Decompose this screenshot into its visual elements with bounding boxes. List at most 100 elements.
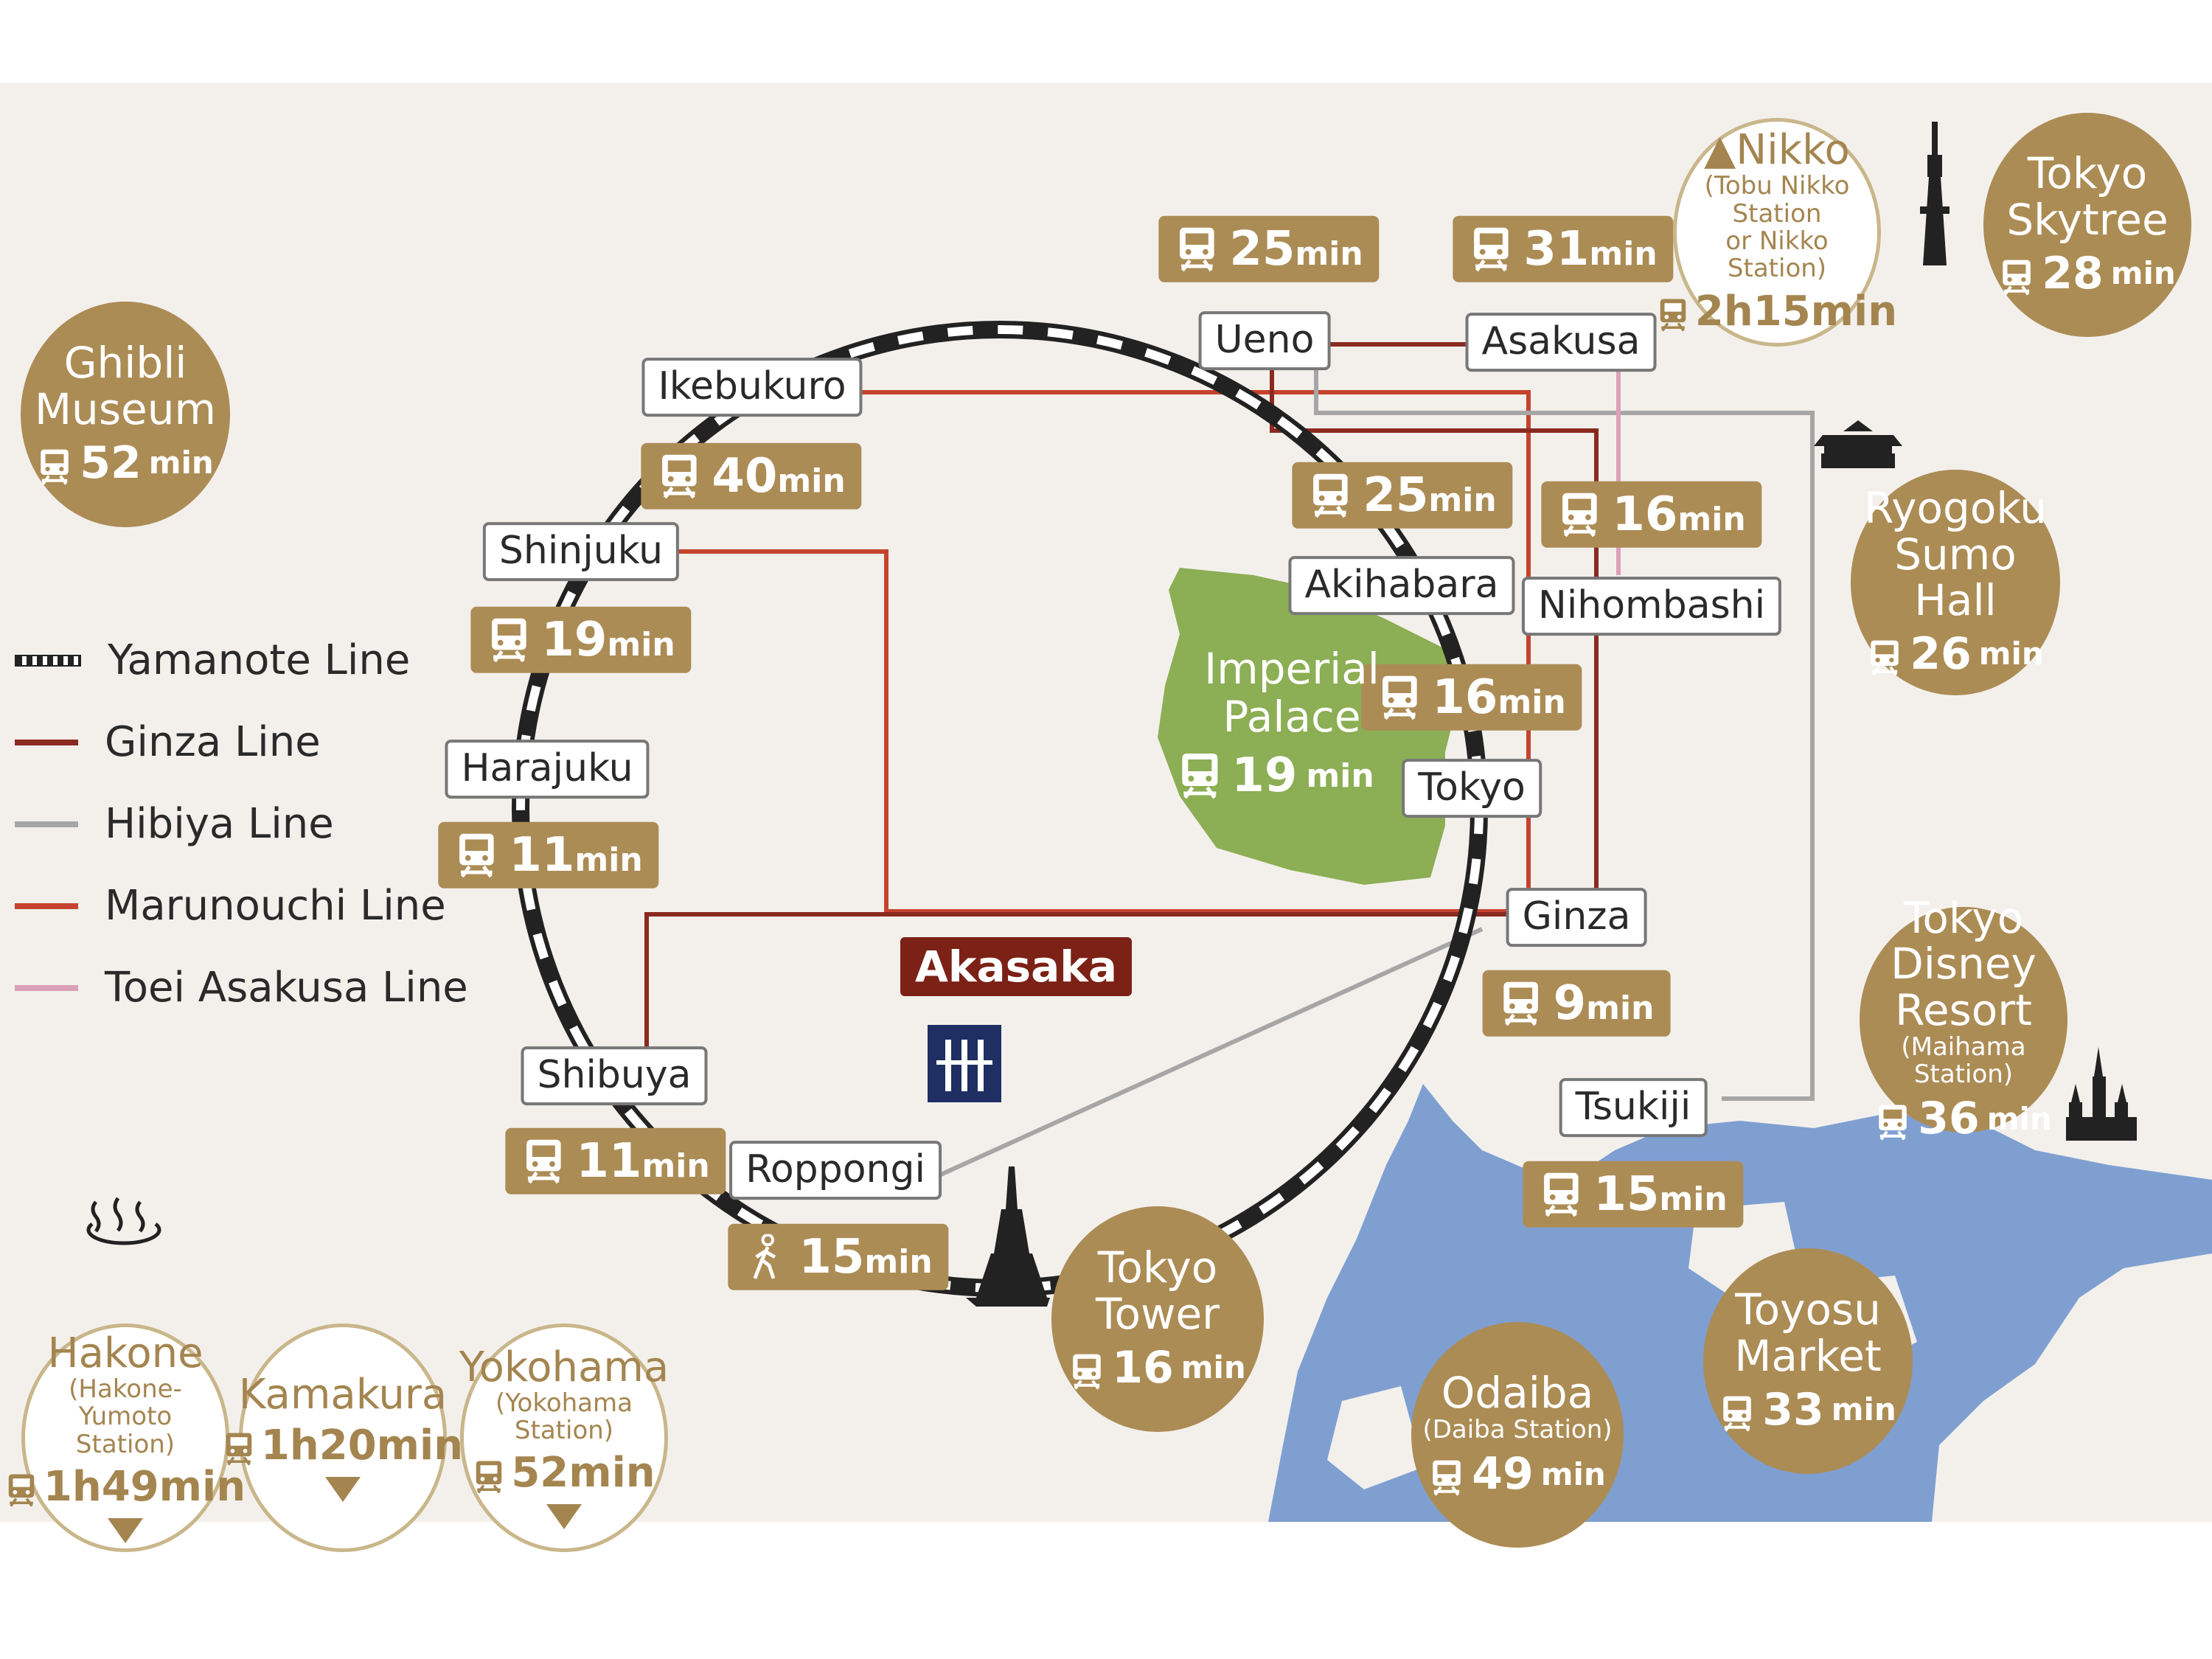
travel-time-shibuya: 11min	[505, 1127, 726, 1195]
legend-label: Toei Asakusa Line	[105, 964, 468, 1012]
travel-minutes: 31	[1523, 221, 1590, 276]
travel-time-tokyo: 16min	[1361, 664, 1582, 731]
station-label-ueno: Ueno	[1198, 311, 1331, 370]
station-label-shibuya: Shibuya	[521, 1046, 708, 1105]
travel-minutes: 11	[576, 1133, 642, 1189]
train-icon	[1875, 1100, 1910, 1141]
station-label-roppongi: Roppongi	[729, 1141, 942, 1200]
travel-unit: min	[1498, 683, 1566, 721]
legend-swatch	[15, 821, 78, 827]
train-icon	[5, 1470, 38, 1508]
sumo-hall-icon	[1814, 420, 1902, 468]
station-label-asakusa: Asakusa	[1465, 313, 1657, 372]
train-icon	[1177, 752, 1222, 799]
travel-minutes: 40	[712, 448, 778, 504]
travel-time-ikebukuro: 40min	[641, 442, 862, 510]
travel-minutes: 15	[799, 1229, 865, 1284]
disney-castle-icon	[2066, 1047, 2137, 1141]
travel-unit: min	[641, 1147, 710, 1185]
walking-icon	[744, 1234, 788, 1280]
train-icon	[1657, 294, 1689, 332]
travel-time-nihombashi: 16min	[1541, 481, 1762, 549]
travel-time-shinjuku: 19min	[470, 606, 692, 674]
travel-time-tsukiji: 15min	[1523, 1161, 1744, 1228]
legend-swatch	[15, 902, 78, 909]
water-inlet-3	[1327, 1386, 1423, 1489]
travel-time-harajuku: 11min	[438, 821, 659, 889]
legend-item: Ginza Line	[15, 701, 468, 783]
legend-label: Marunouchi Line	[105, 882, 446, 930]
travel-minutes: 25	[1229, 221, 1295, 276]
travel-minutes: 15	[1593, 1166, 1660, 1222]
daytrip-time: 2h15min	[1657, 288, 1897, 335]
destination-name: Tokyo Disney Resort	[1891, 892, 2037, 1035]
destination-name: Toyosu Market	[1734, 1284, 1882, 1381]
legend-item: Toei Asakusa Line	[15, 947, 468, 1029]
station-label-akihabara: Akihabara	[1288, 556, 1515, 615]
down-arrow-icon	[325, 1476, 361, 1502]
train-icon	[454, 832, 498, 878]
akasaka-label: Akasaka	[900, 937, 1132, 996]
destination-name: Odaiba	[1441, 1367, 1594, 1418]
destination-station: (Daiba Station)	[1422, 1414, 1613, 1444]
train-icon	[1429, 1455, 1464, 1496]
hotel-logo	[928, 1025, 1001, 1102]
onsen-icon	[86, 1197, 161, 1245]
ginza-route	[644, 342, 1599, 1054]
daytrip-time: 52min	[473, 1449, 655, 1497]
legend-item: Marunouchi Line	[15, 865, 468, 947]
train-icon	[521, 1138, 566, 1184]
daytrip-name: Kamakura	[238, 1371, 448, 1419]
travel-minutes: 9	[1553, 975, 1587, 1031]
train-icon	[1539, 1172, 1583, 1217]
station-label-tokyo: Tokyo	[1402, 759, 1542, 818]
daytrip-name: Yokohama	[459, 1343, 669, 1391]
travel-unit: min	[1586, 989, 1655, 1027]
daytrip-station: (Hakone-Yumoto Station)	[69, 1374, 182, 1459]
train-icon	[1069, 1349, 1105, 1390]
legend-item: Yamanote Line	[15, 619, 468, 701]
train-icon	[487, 617, 531, 663]
train-icon	[473, 1456, 505, 1494]
train-icon	[1308, 473, 1352, 518]
daytrip-hakone: Hakone(Hakone-Yumoto Station)1h49min	[8, 1324, 246, 1552]
destination-name: Tokyo Tower	[1095, 1242, 1220, 1339]
legend-item: Hibiya Line	[15, 783, 468, 865]
travel-unit: min	[1295, 234, 1363, 273]
marunouchi-route	[675, 390, 1531, 914]
down-arrow-icon	[108, 1517, 143, 1543]
station-label-ikebukuro: Ikebukuro	[641, 358, 863, 417]
legend-label: Hibiya Line	[105, 800, 334, 848]
train-icon	[1377, 675, 1422, 720]
travel-unit: min	[607, 625, 675, 664]
train-icon	[223, 1428, 255, 1466]
daytrip-name: ▲Nikko	[1704, 126, 1850, 175]
station-label-tsukiji: Tsukiji	[1559, 1078, 1708, 1137]
train-icon	[1867, 636, 1902, 676]
daytrip-station: (Tobu Nikko Station or Nikko Station)	[1704, 171, 1850, 284]
train-icon	[1719, 1391, 1755, 1432]
travel-unit: min	[574, 841, 643, 879]
station-label-harajuku: Harajuku	[445, 740, 650, 799]
destination-station: (Maihama Station)	[1901, 1032, 2026, 1089]
legend-swatch	[15, 984, 78, 991]
travel-time-ginza: 9min	[1482, 970, 1671, 1037]
daytrip-yokohama: Yokohama(Yokohama Station)52min	[459, 1324, 669, 1552]
imperial-palace-minutes: 19	[1231, 748, 1298, 803]
travel-unit: min	[864, 1242, 933, 1281]
train-icon	[1175, 226, 1219, 272]
travel-minutes: 25	[1363, 467, 1429, 523]
legend-swatch	[15, 654, 81, 667]
